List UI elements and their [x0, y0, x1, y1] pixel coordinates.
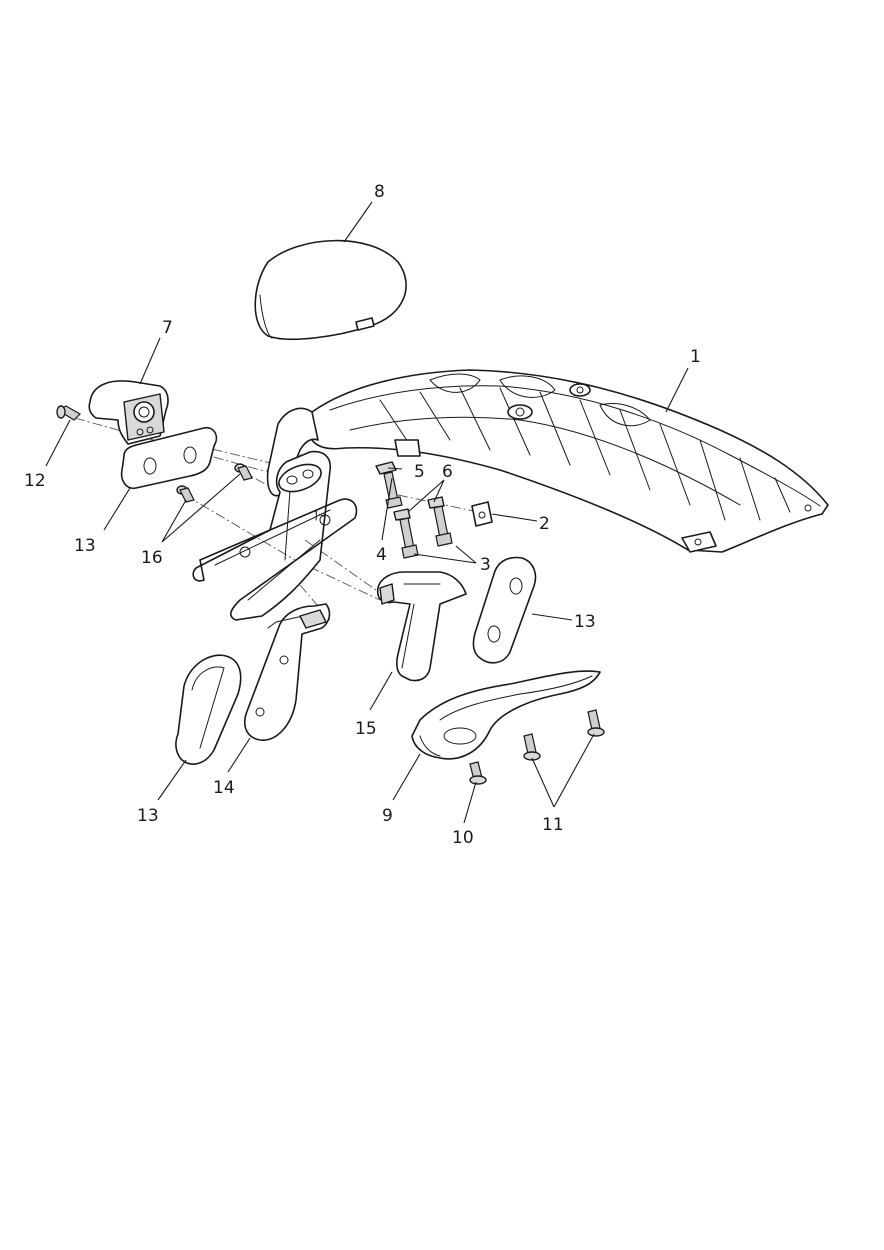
part-13-reflector-lower — [175, 654, 242, 765]
part-15-bracket — [376, 571, 467, 682]
part-2-clip — [471, 501, 493, 527]
part-7-rear-light — [88, 380, 169, 445]
part-13-gasket-upper — [120, 426, 218, 490]
callout-16: 16 — [141, 548, 163, 568]
callout-4: 4 — [376, 545, 387, 565]
callout-labels: 1 2 3 4 5 6 7 8 9 10 11 12 13 13 13 14 1… — [24, 182, 701, 848]
part-8-seat-pad — [254, 239, 407, 341]
callout-14: 14 — [213, 778, 235, 798]
callout-11: 11 — [542, 815, 564, 835]
part-13-gasket-right — [472, 556, 537, 664]
callout-7: 7 — [162, 318, 173, 338]
callout-1: 1 — [690, 347, 701, 367]
plate-hanger-bracket — [192, 450, 358, 621]
part-9-undertray — [411, 670, 601, 760]
part-12-screw — [56, 405, 81, 421]
callout-5: 5 — [414, 462, 425, 482]
callout-13-right: 13 — [574, 612, 596, 632]
part-16-screws — [176, 463, 253, 503]
callout-6: 6 — [442, 462, 453, 482]
parts-10-11-screws — [469, 709, 605, 785]
callout-13-lower: 13 — [137, 806, 159, 826]
callout-10: 10 — [452, 828, 474, 848]
callout-15: 15 — [355, 719, 377, 739]
part-14-reflector-holder — [244, 603, 331, 741]
callout-8: 8 — [374, 182, 385, 202]
leader-lines — [45, 201, 689, 824]
callout-13-upper: 13 — [74, 536, 96, 556]
callout-12: 12 — [24, 471, 46, 491]
callout-2: 2 — [539, 514, 550, 534]
callout-9: 9 — [382, 806, 393, 826]
callout-3: 3 — [480, 555, 491, 575]
